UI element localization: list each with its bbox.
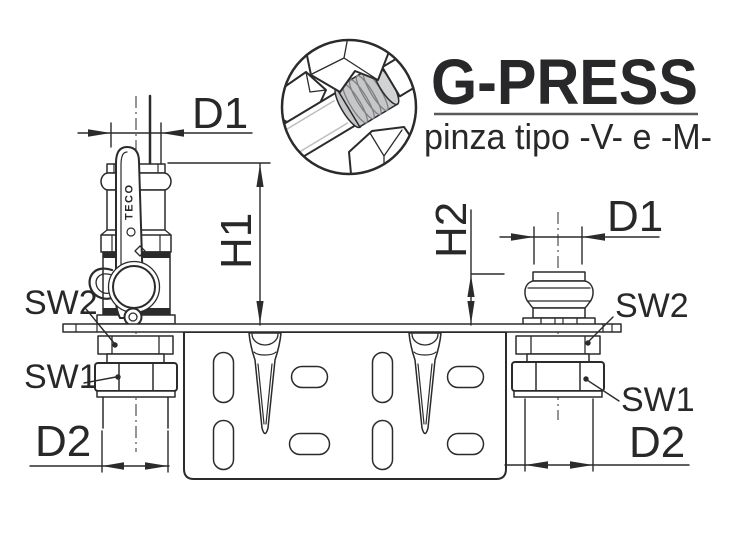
plate-slot [371, 419, 394, 471]
label-d1-left: D1 [192, 89, 248, 138]
brand-header: G-PRESS pinza tipo -V- e -M- [424, 46, 712, 157]
label-sw2-left: SW2 [24, 284, 98, 322]
dim-sw2-right: SW2 [585, 287, 689, 346]
plate-slot [446, 432, 485, 456]
dim-sw1-right: SW1 [583, 376, 695, 419]
plate-slot [290, 365, 329, 389]
dim-sw1-left: SW1 [24, 358, 121, 396]
label-sw1-left: SW1 [24, 358, 98, 396]
left-valve-assembly: TECO [88, 94, 176, 452]
dimensions-right: H2 D1 SW2 SW1 D2 [427, 192, 695, 472]
plate-slot [212, 351, 235, 404]
plate-slot [212, 419, 235, 471]
mounting-plate [183, 331, 507, 480]
brand-title: G-PRESS [431, 46, 698, 118]
handle-logo-icon [126, 227, 136, 237]
sw1-nut [511, 361, 605, 392]
dim-h1: H1 [167, 162, 271, 326]
brand-subtitle: pinza tipo -V- e -M- [424, 116, 712, 157]
clip-loop [88, 267, 116, 300]
press-bead [524, 280, 594, 309]
label-h2: H2 [427, 202, 476, 258]
dim-d2-left: D2 [29, 417, 170, 473]
dim-d2-right: D2 [504, 398, 690, 472]
label-d2-left: D2 [35, 417, 91, 466]
pipe-and-bead [282, 40, 416, 174]
sw2-nut [97, 335, 174, 355]
dimensions-left: D1 H1 SW2 SW1 D2 [24, 89, 271, 473]
label-h1: H1 [212, 213, 261, 269]
dim-sw2-left: SW2 [24, 284, 118, 348]
left-union-nuts [94, 335, 178, 429]
handle-brand-text: TECO [124, 183, 136, 220]
press-jaw-inset [280, 38, 418, 176]
dim-h2: H2 [427, 202, 505, 326]
inset-border [280, 38, 418, 176]
plate-slot [288, 432, 331, 456]
diamond-mark-icon [134, 245, 146, 257]
label-d2-right: D2 [629, 418, 685, 467]
sw1-nut [94, 362, 178, 392]
label-d1-right: D1 [607, 192, 663, 241]
cap-pivot [123, 307, 143, 327]
dim-d1-left: D1 [77, 89, 253, 165]
plate-slot [446, 365, 485, 389]
flange-strip [62, 323, 622, 333]
valve-cap [107, 260, 161, 314]
label-sw2-right: SW2 [615, 287, 689, 325]
label-sw1-right: SW1 [621, 381, 695, 419]
plate-slot [371, 351, 394, 404]
right-union-nuts [511, 335, 605, 398]
dim-d1-right: D1 [499, 192, 663, 265]
